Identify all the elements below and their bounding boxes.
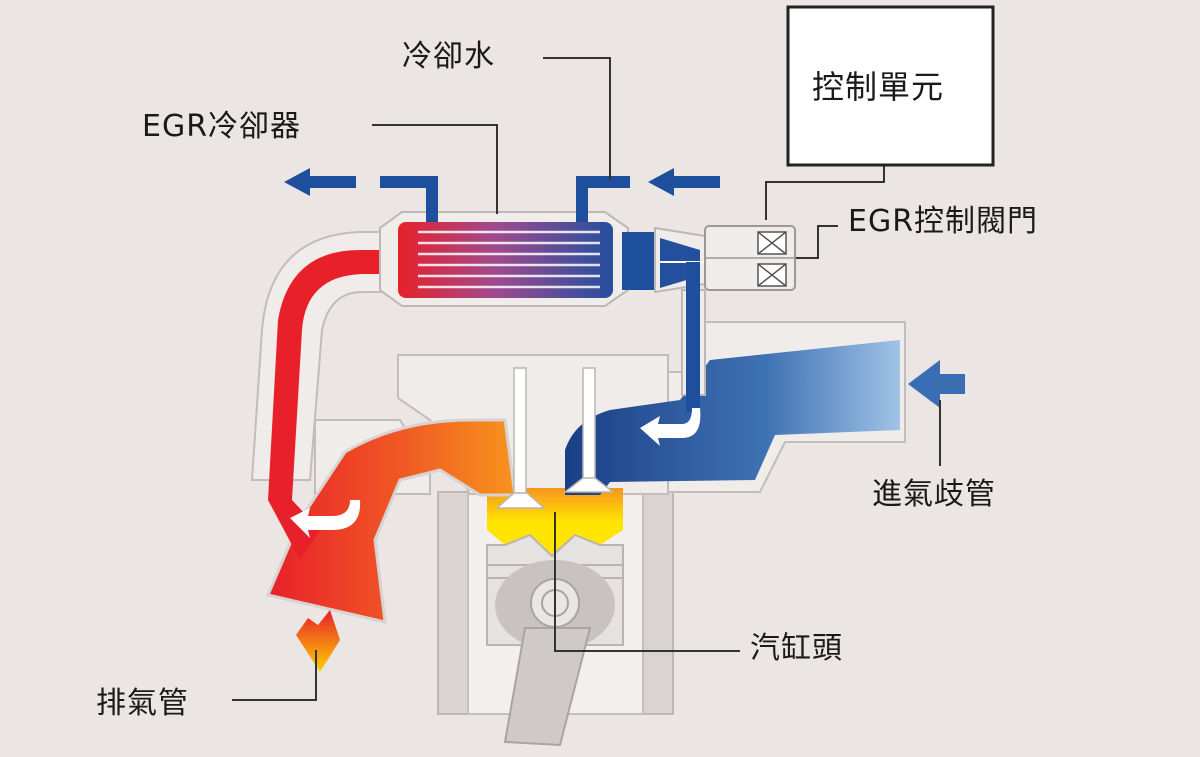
leader-lines bbox=[232, 57, 941, 701]
egr-flow-arrow-exhaust bbox=[290, 500, 361, 538]
egr-flow-arrow-intake bbox=[640, 408, 701, 446]
intake-air-arrow bbox=[908, 360, 965, 408]
cylinder-head-label: 汽缸頭 bbox=[750, 631, 843, 666]
exhaust-manifold bbox=[265, 418, 517, 624]
coolant-in-arrow bbox=[648, 168, 720, 196]
coolant-pipes bbox=[380, 176, 630, 222]
egr-cooler-label: EGR冷卻器 bbox=[142, 109, 302, 144]
coolant-label: 冷卻水 bbox=[402, 39, 495, 74]
exhaust-pipe-label: 排氣管 bbox=[96, 686, 189, 721]
control-unit-label: 控制單元 bbox=[812, 68, 945, 106]
connecting-rod bbox=[503, 627, 592, 747]
egr-valve bbox=[622, 225, 796, 412]
egr-cooler bbox=[379, 211, 629, 307]
control-unit-box bbox=[786, 5, 995, 167]
egr-control-valve-label: EGR控制閥門 bbox=[848, 204, 1039, 239]
egr-gas-pipe bbox=[250, 231, 400, 560]
exhaust-valve bbox=[495, 367, 546, 509]
intake-manifold-label: 進氣歧管 bbox=[872, 477, 996, 512]
exhaust-out-arrow bbox=[296, 610, 340, 672]
coolant-out-arrow bbox=[284, 168, 356, 196]
intake-valve bbox=[562, 367, 616, 493]
cooler-tubes bbox=[418, 230, 600, 289]
